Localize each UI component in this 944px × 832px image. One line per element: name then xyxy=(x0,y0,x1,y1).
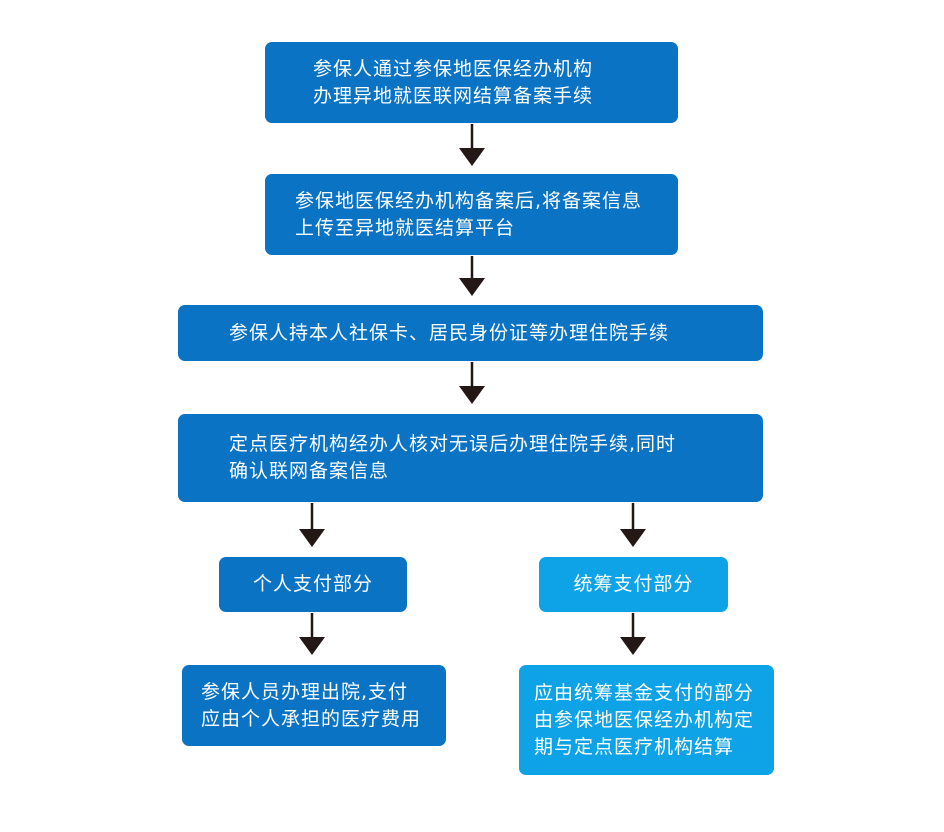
arrow-step4-to-pooled xyxy=(620,503,646,547)
pooled-detail-line-2: 由参保地医保经办机构定 xyxy=(534,708,755,731)
arrow-pooled-to-detail xyxy=(620,613,646,655)
step-1-line-2: 办理异地就医联网结算备案手续 xyxy=(313,84,594,107)
arrow-personal-to-detail xyxy=(299,613,325,655)
personal-payment-box: 个人支付部分 xyxy=(219,557,407,612)
arrow-step3-to-step4 xyxy=(459,362,485,404)
step-2-line-1: 参保地医保经办机构备案后,将备案信息 xyxy=(295,189,643,212)
pooled-detail-line-1: 应由统筹基金支付的部分 xyxy=(534,681,755,704)
arrow-step1-to-step2 xyxy=(459,124,485,166)
personal-payment-title: 个人支付部分 xyxy=(252,573,373,595)
personal-payment-detail-box: 参保人员办理出院,支付 应由个人承担的医疗费用 xyxy=(182,665,446,746)
pooled-payment-box: 统筹支付部分 xyxy=(539,557,728,612)
step-3-line-1: 参保人持本人社保卡、居民身份证等办理住院手续 xyxy=(229,321,670,344)
step-1-line-1: 参保人通过参保地医保经办机构 xyxy=(313,57,594,80)
step-4-line-2: 确认联网备案信息 xyxy=(229,460,390,482)
step-4-box: 定点医疗机构经办人核对无误后办理住院手续,同时 确认联网备案信息 xyxy=(178,414,763,502)
step-1-box: 参保人通过参保地医保经办机构 办理异地就医联网结算备案手续 xyxy=(265,42,678,123)
step-3-box: 参保人持本人社保卡、居民身份证等办理住院手续 xyxy=(178,305,763,361)
pooled-payment-title: 统筹支付部分 xyxy=(573,573,694,595)
step-2-box: 参保地医保经办机构备案后,将备案信息 上传至异地就医结算平台 xyxy=(265,174,678,255)
personal-detail-line-1: 参保人员办理出院,支付 xyxy=(201,680,409,703)
pooled-payment-detail-box: 应由统筹基金支付的部分 由参保地医保经办机构定 期与定点医疗机构结算 xyxy=(519,665,774,775)
pooled-detail-line-3: 期与定点医疗机构结算 xyxy=(534,735,735,758)
personal-detail-line-2: 应由个人承担的医疗费用 xyxy=(201,707,422,730)
arrow-step2-to-step3 xyxy=(459,256,485,296)
step-4-line-1: 定点医疗机构经办人核对无误后办理住院手续,同时 xyxy=(229,433,677,455)
step-2-line-2: 上传至异地就医结算平台 xyxy=(295,216,516,239)
arrow-step4-to-personal xyxy=(299,503,325,547)
